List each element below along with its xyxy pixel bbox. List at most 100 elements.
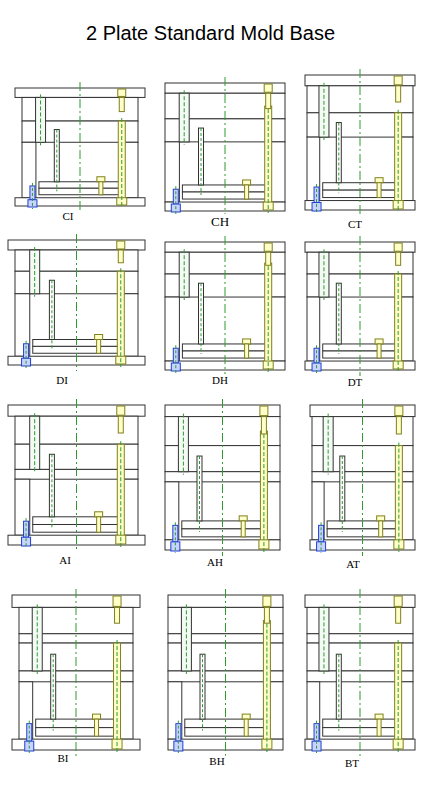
spacer-block — [123, 479, 138, 535]
spacer-block — [400, 137, 413, 200]
screw-head — [239, 516, 247, 521]
screw-head — [375, 339, 383, 344]
center-axis — [360, 69, 361, 216]
centerline — [178, 721, 179, 753]
centerline — [323, 249, 324, 300]
screw-shank — [377, 344, 381, 358]
spacer-block — [400, 682, 413, 739]
screw-shank — [261, 417, 266, 434]
centerline — [175, 522, 176, 553]
screw-shank — [396, 417, 401, 434]
centerline — [53, 654, 54, 730]
centerline — [201, 128, 202, 195]
centerline — [316, 345, 317, 373]
centerline — [34, 247, 35, 297]
screw-shank — [379, 521, 383, 537]
centerline — [398, 640, 399, 752]
centerline — [120, 441, 121, 547]
centerline — [323, 83, 324, 140]
return-pin — [199, 128, 204, 185]
screw-head — [263, 596, 271, 606]
screw-shank — [97, 517, 101, 532]
spacer-block — [271, 142, 285, 202]
centerline — [34, 413, 35, 472]
centerline — [56, 130, 57, 192]
centerline — [186, 604, 187, 674]
screw-shank — [377, 719, 381, 736]
centerline — [316, 184, 317, 213]
centerline — [40, 94, 41, 145]
screw-head — [117, 241, 125, 249]
center-axis — [80, 82, 81, 212]
type-label: CT — [347, 218, 363, 230]
centerline — [26, 341, 27, 368]
center-axis — [222, 399, 223, 556]
screw-head — [97, 177, 105, 182]
centerline — [201, 283, 202, 354]
screw-head — [243, 180, 251, 185]
type-label: BI — [57, 752, 70, 764]
spacer-block — [266, 482, 280, 540]
type-label: CH — [210, 214, 230, 230]
screw-head — [395, 406, 403, 416]
spacer-block — [124, 142, 138, 197]
screw-head — [117, 406, 125, 415]
screw-shank — [97, 340, 101, 354]
screw-shank — [266, 93, 271, 108]
screw-head — [264, 84, 272, 92]
screw-head — [375, 714, 383, 719]
screw-shank — [118, 250, 123, 263]
screw-shank — [118, 416, 123, 433]
centerline — [338, 654, 339, 730]
type-label: DH — [211, 374, 229, 386]
spacer-block — [269, 682, 283, 739]
screw-head — [95, 335, 103, 340]
type-label: DI — [55, 374, 69, 386]
center-axis — [76, 589, 77, 756]
center-axis — [76, 399, 77, 551]
centerline — [121, 118, 122, 208]
centerline — [266, 618, 267, 752]
centerline — [316, 721, 317, 753]
centerline — [328, 414, 329, 475]
centerline — [51, 280, 52, 349]
spacer-block — [119, 682, 133, 739]
centerline — [51, 454, 52, 527]
centerline — [398, 110, 399, 212]
center-axis — [360, 236, 361, 376]
centerline — [120, 268, 121, 367]
centerline — [183, 414, 184, 475]
screw-shank — [396, 86, 401, 102]
screw-head — [242, 714, 250, 719]
screw-head — [118, 89, 126, 96]
centerline — [398, 443, 399, 552]
centerline — [323, 604, 324, 674]
centerline — [32, 183, 33, 209]
type-label: BT — [344, 757, 360, 769]
center-axis — [360, 589, 361, 756]
screw-head — [394, 243, 402, 251]
screw-shank — [264, 607, 269, 623]
centerline — [202, 654, 203, 730]
screw-head — [243, 339, 251, 344]
centerline — [175, 186, 176, 214]
screw-shank — [245, 185, 249, 199]
screw-head — [375, 178, 383, 183]
screw-shank — [119, 97, 124, 111]
type-label: AI — [58, 554, 72, 566]
centerline — [184, 90, 185, 145]
center-axis — [225, 77, 226, 217]
centerline — [338, 283, 339, 354]
center-axis — [362, 399, 363, 556]
centerline — [263, 428, 264, 552]
screw-head — [260, 406, 268, 416]
type-label: CI — [62, 210, 75, 222]
screw-shank — [99, 182, 103, 195]
screw-head — [264, 243, 272, 251]
spacer-block — [123, 294, 138, 357]
centerline — [338, 123, 339, 194]
type-label: AT — [345, 558, 360, 570]
centerline — [268, 260, 269, 372]
screw-shank — [115, 607, 120, 623]
